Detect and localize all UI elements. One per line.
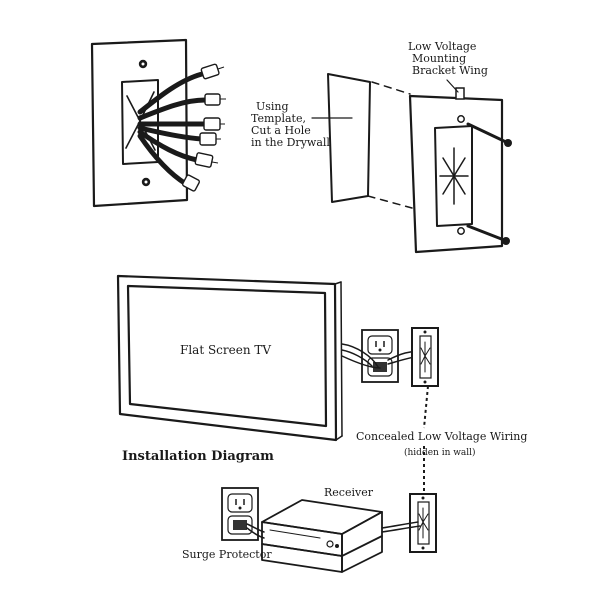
receiver-label: Receiver: [324, 486, 374, 499]
bracket-wing-label: Low Voltage Mounting Bracket Wing: [408, 40, 488, 77]
concealed-wiring-label: Concealed Low Voltage Wiring: [356, 430, 527, 443]
surge-protector-label: Surge Protector: [182, 548, 272, 561]
installation-diagram-title: Installation Diagram: [122, 449, 274, 464]
drywall-template: [311, 73, 413, 209]
receiver-cables: [246, 521, 421, 539]
tv-power-outlet: [361, 329, 399, 383]
connector-icon: [199, 132, 217, 146]
connector-icon: [204, 93, 221, 106]
mounting-bracket: [408, 79, 512, 254]
template-instruction-label: Using Template, Cut a Hole in the Drywal…: [251, 100, 330, 149]
surge-protector: [261, 535, 383, 573]
wall-plate-with-cables: [90, 38, 226, 208]
hidden-in-wall-label: (hidden in wall): [404, 447, 476, 458]
wall-outlet: [221, 487, 259, 541]
screw-icon: [466, 122, 512, 147]
connector-icon: [203, 117, 221, 131]
connector-icon: [182, 174, 200, 192]
connector-icon: [194, 152, 214, 168]
concealed-wiring: [423, 385, 429, 492]
connector-icon: [200, 63, 220, 80]
tv-label: Flat Screen TV: [180, 343, 271, 357]
upper-wall-plate: [411, 327, 439, 387]
flat-screen-tv: [116, 274, 343, 442]
screw-icon: [466, 224, 510, 245]
